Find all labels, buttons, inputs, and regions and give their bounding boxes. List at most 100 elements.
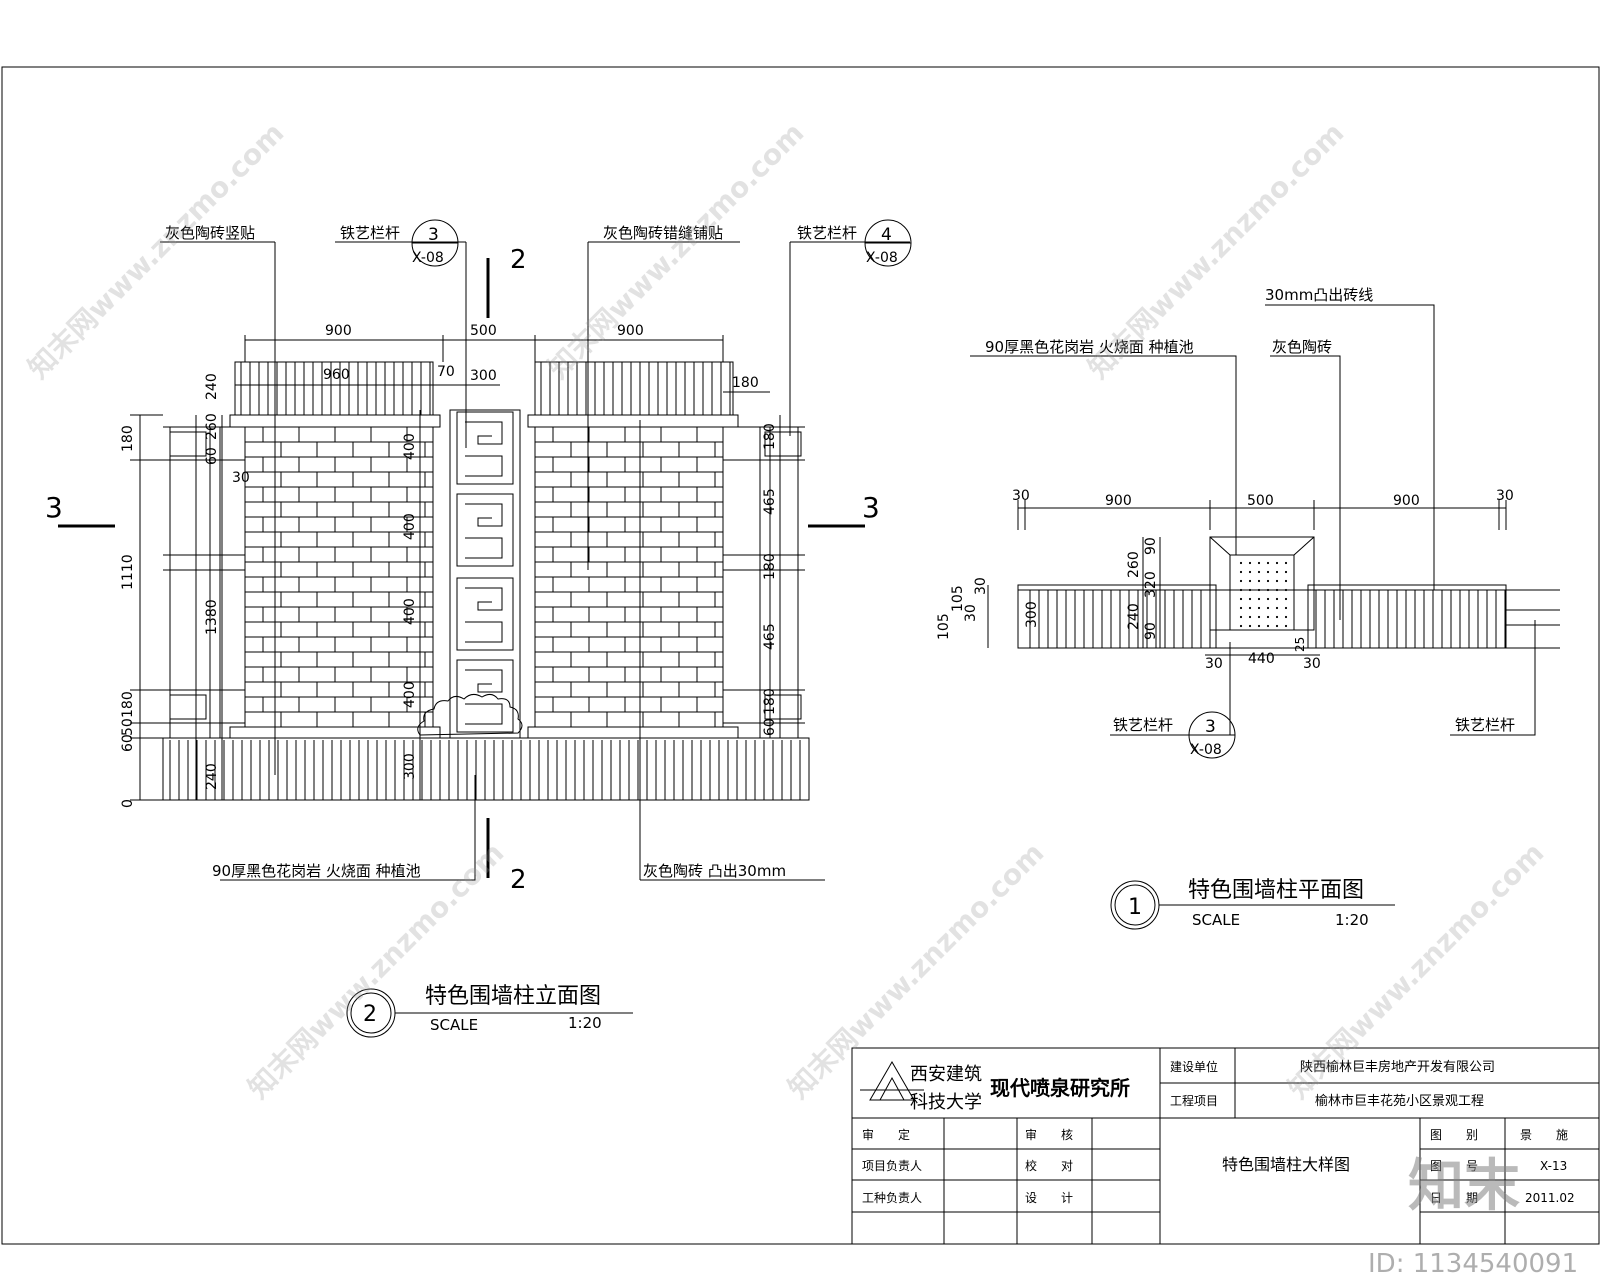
dim-left-180a: 180 [120, 425, 136, 452]
section-mark-3-right: 3 [862, 491, 880, 524]
dim-inner-400b: 400 [402, 513, 418, 540]
check-label: 校 对 [1025, 1158, 1073, 1173]
plan-callout-planter: 90厚黑色花岗岩 火烧面 种植池 [985, 338, 1194, 356]
plan-callout-tile: 灰色陶砖 [1272, 338, 1332, 356]
ref-3-sheet: X-08 [412, 250, 444, 266]
dim-70: 70 [437, 364, 455, 380]
callout-tile-staggered: 灰色陶砖错缝铺贴 [603, 224, 723, 242]
plan-dim-30b: 30 [963, 604, 979, 622]
dim-inner-400a: 400 [402, 433, 418, 460]
school-name-line1: 西安建筑 [910, 1064, 982, 1085]
railing-left [163, 426, 245, 738]
plan-dim-90a: 90 [1143, 537, 1159, 555]
ref-4-sheet: X-08 [866, 250, 898, 266]
proj-lead-label: 项目负责人 [862, 1159, 922, 1173]
plan-dim-30a: 30 [973, 577, 989, 595]
plan-dim-500: 500 [1247, 493, 1274, 509]
elevation-title-num: 2 [363, 1002, 377, 1027]
plan-callout-railing-a: 铁艺栏杆 [1113, 716, 1173, 734]
callout-tile-protrude: 灰色陶砖 凸出30mm [643, 862, 786, 880]
dim-left-1110: 1110 [120, 554, 136, 590]
ref-4-num: 4 [881, 225, 892, 245]
dim-right-465a: 465 [762, 488, 778, 515]
dim-left-30: 30 [232, 470, 250, 486]
dim-960: 960 [323, 367, 350, 383]
watermark-text: 知末网www.znzmo.com [22, 116, 291, 385]
plan-dim-320: 320 [1143, 571, 1159, 598]
date-label: 日 期 [1430, 1191, 1478, 1205]
ref-3-num: 3 [428, 225, 439, 245]
project-label: 工程项目 [1170, 1093, 1218, 1108]
plan-dim-30b: 30 [1496, 488, 1514, 504]
dim-300: 300 [470, 368, 497, 384]
dim-top-500: 500 [470, 323, 497, 339]
plan-dim-240: 240 [1126, 603, 1142, 630]
elevation-title: 特色围墙柱立面图 [425, 984, 601, 1009]
dim-left-60: 60 [120, 734, 136, 752]
date-value: 2011.02 [1525, 1191, 1575, 1205]
client-label: 建设单位 [1170, 1059, 1218, 1074]
elevation-base-hatch [169, 740, 801, 800]
plan-dim-b30b: 30 [1303, 656, 1321, 672]
plan-dim-105b: 105 [950, 585, 966, 612]
plan-drawing [970, 304, 1560, 930]
drawing-title: 特色围墙柱大样图 [1222, 1155, 1350, 1174]
review-label: 审 核 [1025, 1127, 1073, 1142]
sheet-border [1, 66, 1600, 1245]
dim-right-180a: 180 [762, 423, 778, 450]
elevation-scale: 1:20 [568, 1014, 602, 1032]
plan-scale: 1:20 [1335, 911, 1369, 929]
shrub [417, 693, 523, 736]
dim-left-0: 0 [120, 799, 136, 808]
plan-dim-900a: 900 [1105, 493, 1132, 509]
type-value: 景 施 [1520, 1128, 1568, 1142]
dim-inner-400c: 400 [402, 598, 418, 625]
eng-lead-label: 工种负责人 [862, 1191, 922, 1205]
type-label: 图 别 [1430, 1128, 1478, 1142]
design-label: 设 计 [1025, 1191, 1073, 1205]
dim-left-300: 300 [402, 753, 418, 780]
section-mark-3-left: 3 [45, 491, 63, 524]
dim-right-180c: 180 [762, 688, 778, 715]
dim-left-60b: 60 [204, 447, 220, 465]
dim-right-180b: 180 [762, 553, 778, 580]
plan-dim-900b: 900 [1393, 493, 1420, 509]
plan-callout-railing-b: 铁艺栏杆 [1455, 716, 1515, 734]
plan-dim-30a: 30 [1012, 488, 1030, 504]
institute-name: 现代喷泉研究所 [990, 1076, 1130, 1100]
watermark-text: 知末网www.znzmo.com [542, 116, 811, 385]
callout-planter: 90厚黑色花岗岩 火烧面 种植池 [212, 862, 421, 880]
plan-dim-25: 25 [1293, 637, 1307, 652]
railing-right [723, 426, 805, 738]
plan-ref-num: 3 [1205, 717, 1216, 737]
dim-left-260: 260 [204, 413, 220, 440]
school-name-line2: 科技大学 [910, 1092, 982, 1113]
plan-scale-label: SCALE [1192, 911, 1240, 929]
dim-left-1380: 1380 [204, 599, 220, 635]
ornamental-railing [449, 409, 521, 739]
callout-tile-vertical: 灰色陶砖竖贴 [165, 224, 255, 242]
dim-left-240b: 240 [204, 373, 220, 400]
plan-dim-90b: 90 [1143, 622, 1159, 640]
plan-title: 特色围墙柱平面图 [1188, 878, 1364, 903]
num-value: X-13 [1540, 1159, 1567, 1173]
project-name: 榆林市巨丰花苑小区景观工程 [1315, 1093, 1484, 1109]
dim-right-465b: 465 [762, 623, 778, 650]
plan-title-num: 1 [1128, 895, 1142, 920]
approve-label: 审 定 [862, 1127, 910, 1142]
title-block [851, 1047, 1600, 1245]
section-mark-2-top: 2 [510, 245, 527, 275]
callout-railing-b: 铁艺栏杆 [797, 224, 857, 242]
num-label: 图 号 [1430, 1159, 1478, 1173]
dim-left-50: 50 [120, 718, 136, 736]
elevation-scale-label: SCALE [430, 1016, 478, 1034]
dim-left-180b: 180 [120, 691, 136, 718]
client-name: 陕西榆林巨丰房地产开发有限公司 [1300, 1059, 1495, 1075]
dim-right-60a: 60 [762, 718, 778, 736]
plan-dim-260: 260 [1126, 551, 1142, 578]
watermark-logo: 知末 [1408, 1154, 1520, 1219]
plan-dim-300: 300 [1024, 601, 1040, 628]
dim-left-240: 240 [204, 763, 220, 790]
